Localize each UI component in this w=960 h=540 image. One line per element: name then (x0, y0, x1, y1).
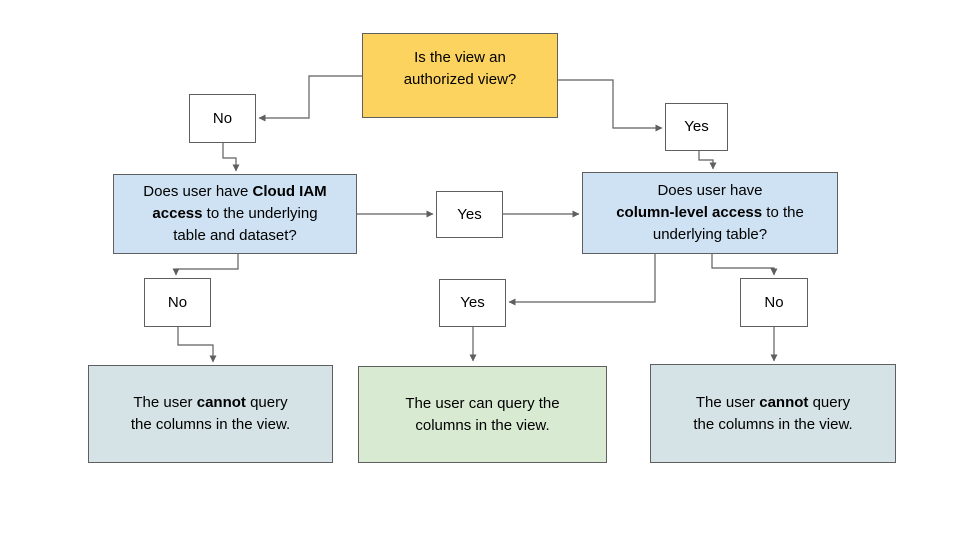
column-question-text-post: to the underlying table? (652, 204, 804, 243)
result-left-text-bold: cannot (196, 394, 246, 411)
node-root-question: Is the view an authorized view? (362, 33, 558, 118)
node-yes-bottom-mid: Yes (439, 279, 506, 327)
node-result-right: The user cannot query the columns in the… (650, 364, 896, 463)
node-result-right-text: The user cannot query the columns in the… (693, 392, 852, 436)
node-column-question: Does user have column-level access to th… (582, 172, 838, 254)
result-left-text-post: query the columns in the view. (130, 394, 291, 433)
node-result-left: The user cannot query the columns in the… (88, 365, 333, 463)
node-iam-question-text: Does user have Cloud IAM access to the u… (143, 181, 326, 247)
column-question-text-bold: column-level access (616, 204, 763, 221)
node-result-mid: The user can query the columns in the vi… (358, 366, 607, 463)
connector-no-left-to-iam-question (222, 143, 240, 172)
node-no-bottom-right-label: No (764, 293, 784, 311)
node-result-left-text: The user cannot query the columns in the… (131, 392, 290, 436)
node-yes-right-label: Yes (684, 118, 709, 135)
node-yes-mid-label: Yes (457, 205, 482, 223)
node-no-left-label: No (212, 109, 233, 127)
node-root-question-text: Is the view an authorized view? (403, 48, 517, 88)
connector-root-to-yes-right (558, 79, 663, 132)
connector-no-bottom-left-to-result-left (177, 327, 217, 363)
node-iam-question: Does user have Cloud IAM access to the u… (113, 174, 357, 254)
node-no-bottom-left: No (144, 278, 211, 327)
iam-question-text-post: to the underlying table and dataset? (173, 205, 318, 244)
result-mid-text-pre: The user can query the columns in the vi… (405, 394, 560, 434)
result-right-text-bold: cannot (759, 393, 809, 411)
node-column-question-text: Does user have column-level access to th… (616, 180, 804, 246)
connector-yes-right-to-column-question (698, 151, 717, 170)
node-no-bottom-left-label: No (167, 293, 188, 311)
connector-iam-question-to-no-bottom-left (172, 254, 239, 276)
node-result-mid-text: The user can query the columns in the vi… (405, 393, 559, 437)
node-no-bottom-right: No (740, 278, 808, 327)
iam-question-text-bold: Cloud IAM access (152, 183, 327, 222)
result-right-text-pre: The user (695, 393, 760, 411)
connector-column-question-to-yes-bottom-mid (508, 254, 656, 306)
connector-column-question-to-no-bottom-right (711, 254, 778, 276)
node-yes-mid: Yes (436, 191, 503, 238)
result-right-text-post: query the columns in the view. (693, 393, 853, 433)
node-no-left: No (189, 94, 256, 143)
column-question-text-pre: Does user have (657, 182, 763, 199)
result-left-text-pre: The user (133, 394, 197, 411)
iam-question-text-pre: Does user have (143, 183, 253, 200)
node-yes-right: Yes (665, 103, 728, 151)
connector-root-to-no-left (258, 75, 362, 122)
node-yes-bottom-mid-label: Yes (460, 294, 485, 311)
